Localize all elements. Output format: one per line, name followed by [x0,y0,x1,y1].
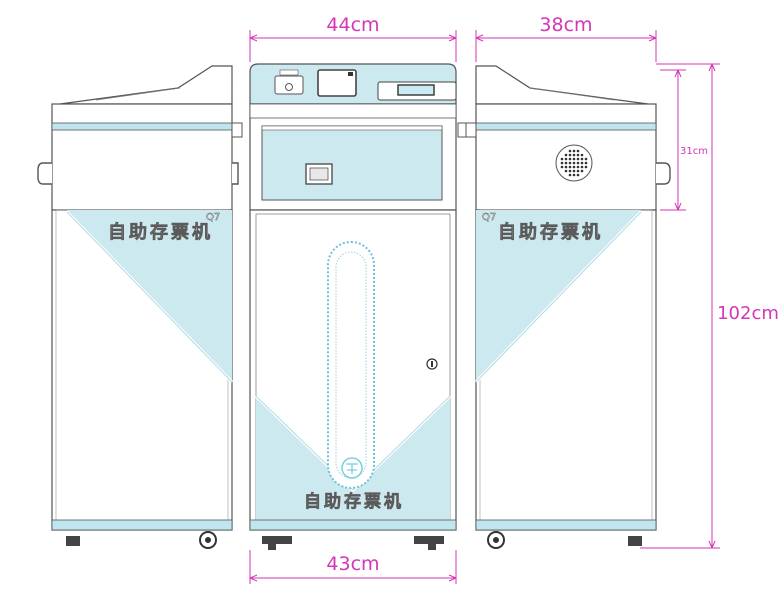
left-model-code: Q7 [206,212,220,223]
total-height-label: 102cm [717,303,779,324]
right-brand-text: 自助存票机 [498,221,603,243]
front-width-label: 44cm [326,14,379,36]
left-brand-text: 自助存票机 [108,221,213,243]
front-view: 自助存票机 [231,63,469,550]
dimension-lines [249,30,720,584]
side-depth-label: 38cm [539,14,592,36]
front-brand-text: 自助存票机 [304,491,404,512]
upper-height-label: 31cm [680,146,708,157]
base-width-label: 43cm [326,553,379,575]
right-model-code: Q7 [482,212,496,223]
right-side-view: 自助存票机 Q7 [465,65,671,549]
left-side-view: 自助存票机 Q7 [37,65,239,549]
